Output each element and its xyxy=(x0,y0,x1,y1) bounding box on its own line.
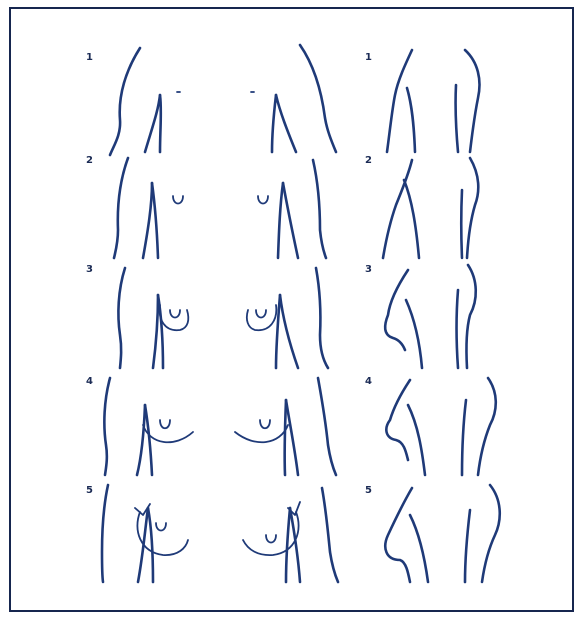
stage-label: 2 xyxy=(365,155,372,166)
stage-label: 4 xyxy=(86,376,93,387)
stage-label: 5 xyxy=(365,485,372,496)
stage-label: 3 xyxy=(86,264,93,275)
front-torso-left xyxy=(118,268,188,368)
front-torso-left xyxy=(114,158,183,258)
stage-label: 4 xyxy=(365,376,372,387)
stage-row-2: 2 2 xyxy=(86,155,478,258)
side-profile xyxy=(383,158,478,258)
stage-row-1: 1 1 xyxy=(86,45,479,155)
stage-label: 1 xyxy=(86,52,93,63)
front-torso-right xyxy=(258,160,326,258)
side-profile xyxy=(387,50,479,152)
front-torso-left xyxy=(104,378,193,475)
front-torso-left xyxy=(110,48,180,155)
side-profile xyxy=(386,378,495,475)
side-profile xyxy=(385,265,476,368)
front-torso-right xyxy=(235,378,336,475)
front-torso-right xyxy=(247,268,328,368)
stage-label: 1 xyxy=(365,52,372,63)
stage-row-3: 3 3 xyxy=(86,264,476,368)
front-torso-left xyxy=(102,485,188,582)
side-profile xyxy=(385,485,499,582)
stage-row-5: 5 5 xyxy=(86,485,500,582)
stage-label: 2 xyxy=(86,155,93,166)
front-torso-right xyxy=(243,488,338,582)
stage-label: 3 xyxy=(365,264,372,275)
stage-row-4: 4 4 xyxy=(86,376,496,475)
front-torso-right xyxy=(251,45,336,152)
stage-label: 5 xyxy=(86,485,93,496)
